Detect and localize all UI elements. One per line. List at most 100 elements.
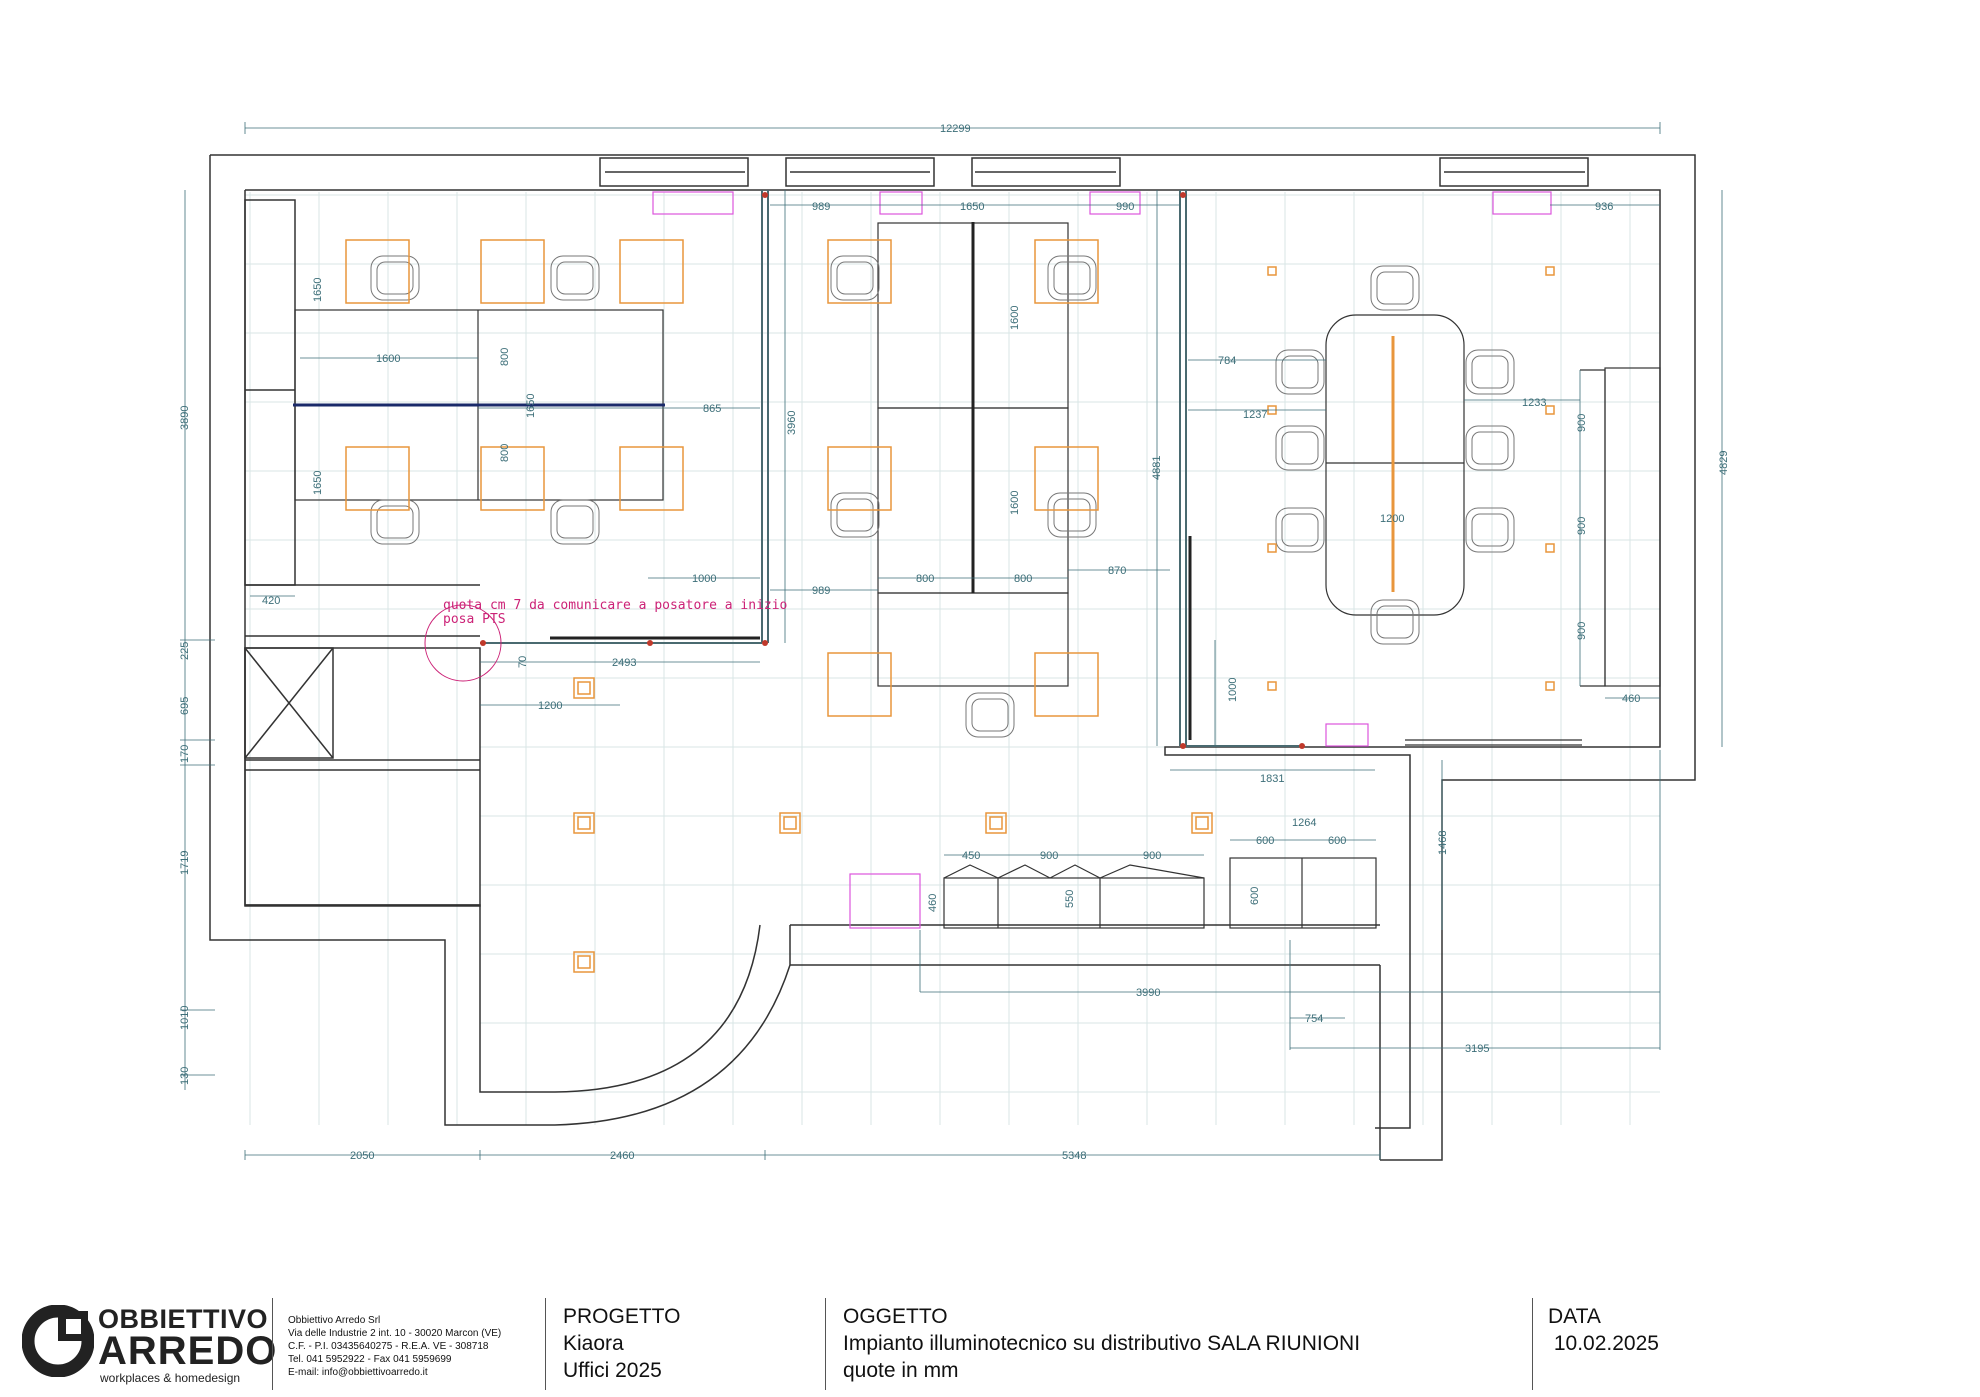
dim-label: 600 bbox=[1249, 887, 1261, 905]
dim-label: 3960 bbox=[786, 411, 798, 435]
spot-light-icon bbox=[1545, 543, 1555, 553]
title-block-divider bbox=[1532, 1298, 1533, 1390]
dim-label: 989 bbox=[812, 585, 830, 597]
dim-label: 865 bbox=[703, 403, 721, 415]
oggetto-description: Impianto illuminotecnico su distributivo… bbox=[843, 1332, 1361, 1355]
dim-label: 1650 bbox=[312, 278, 324, 302]
magenta-boxes bbox=[652, 191, 1552, 929]
logo-ring-icon bbox=[22, 1305, 94, 1377]
dim-label: 3195 bbox=[1465, 1043, 1489, 1055]
light-panel-icon bbox=[619, 239, 684, 304]
chair-icon bbox=[830, 492, 880, 538]
floor-plan: quota cm 7 da comunicare a posatore a in… bbox=[179, 122, 1730, 1162]
spot-light-icon bbox=[1267, 681, 1277, 691]
dim-label: 1831 bbox=[1260, 773, 1284, 785]
dim-label: 1600 bbox=[1009, 491, 1021, 515]
chair-icon bbox=[370, 255, 420, 301]
title-block-divider bbox=[545, 1298, 546, 1390]
company-line: Obbiettivo Arredo Srl bbox=[288, 1315, 381, 1326]
dim-label: 800 bbox=[499, 444, 511, 462]
dim-label: 1200 bbox=[538, 700, 562, 712]
dim-label: 460 bbox=[927, 894, 939, 912]
logo-name-line-1: OBBIETTIVO bbox=[98, 1304, 269, 1334]
dim-label: 450 bbox=[962, 850, 980, 862]
spot-light-icon bbox=[1545, 405, 1555, 415]
dim-label: 1010 bbox=[179, 1006, 191, 1030]
walls bbox=[209, 154, 1696, 1161]
dim-label: 2050 bbox=[350, 1150, 374, 1162]
light-fixtures bbox=[345, 239, 1555, 973]
light-panel-icon bbox=[827, 239, 892, 304]
data-block: DATA 10.02.2025 bbox=[1548, 1303, 1659, 1357]
company-line: Tel. 041 5952922 - Fax 041 5959699 bbox=[288, 1354, 452, 1365]
dim-label: 5348 bbox=[1062, 1150, 1086, 1162]
dim-label: 1200 bbox=[1380, 513, 1404, 525]
dim-label: 2493 bbox=[612, 657, 636, 669]
dim-label: 600 bbox=[1328, 835, 1346, 847]
company-line: Via delle Industrie 2 int. 10 - 30020 Ma… bbox=[288, 1328, 502, 1339]
dim-label: 784 bbox=[1218, 355, 1236, 367]
company-line: C.F. - P.I. 03435640275 - R.E.A. VE - 30… bbox=[288, 1341, 489, 1352]
dim-label: 4881 bbox=[1151, 456, 1163, 480]
data-value: 10.02.2025 bbox=[1548, 1332, 1659, 1355]
chair-icon bbox=[550, 499, 600, 545]
progetto-name: Kiaora bbox=[563, 1332, 624, 1355]
dim-label: 800 bbox=[916, 573, 934, 585]
dim-label: 1237 bbox=[1243, 409, 1267, 421]
dim-label: 870 bbox=[1108, 565, 1126, 577]
light-panel-icon bbox=[480, 446, 545, 511]
progetto-detail: Uffici 2025 bbox=[563, 1359, 662, 1382]
dim-label: 550 bbox=[1064, 890, 1076, 908]
chair-icon bbox=[550, 255, 600, 301]
light-panel-icon bbox=[345, 239, 410, 304]
chair-icon bbox=[1465, 425, 1515, 471]
dim-label: 695 bbox=[179, 697, 191, 715]
floor-grid bbox=[245, 192, 1660, 1125]
chair-icon bbox=[830, 255, 880, 301]
downlight-icon bbox=[779, 812, 801, 834]
light-panel-icon bbox=[827, 652, 892, 717]
chair-icon bbox=[1047, 255, 1097, 301]
chair-icon bbox=[1465, 349, 1515, 395]
chair-icon bbox=[370, 499, 420, 545]
joint-markers bbox=[480, 192, 1305, 749]
dim-label: 900 bbox=[1576, 414, 1588, 432]
dim-label: 1600 bbox=[376, 353, 400, 365]
progetto-label: PROGETTO bbox=[563, 1305, 681, 1328]
company-line: E-mail: info@obbiettivoarredo.it bbox=[288, 1367, 428, 1378]
oggetto-units: quote in mm bbox=[843, 1359, 959, 1382]
logo-tagline: workplaces & homedesign bbox=[100, 1371, 241, 1385]
dim-label: 2460 bbox=[610, 1150, 634, 1162]
light-panel-icon bbox=[1034, 652, 1099, 717]
dim-label: 460 bbox=[1622, 693, 1640, 705]
dim-label: 1264 bbox=[1292, 817, 1316, 829]
dim-label: 800 bbox=[499, 348, 511, 366]
dim-label: 1650 bbox=[960, 201, 984, 213]
light-panel-icon bbox=[1034, 239, 1099, 304]
dim-label: 1600 bbox=[1009, 306, 1021, 330]
chair-icon bbox=[965, 692, 1015, 738]
dim-label: 900 bbox=[1143, 850, 1161, 862]
glass-partitions bbox=[480, 190, 1302, 747]
light-panel-icon bbox=[345, 446, 410, 511]
dim-label: 600 bbox=[1256, 835, 1274, 847]
dim-label: 936 bbox=[1595, 201, 1613, 213]
data-label: DATA bbox=[1548, 1305, 1601, 1328]
chair-icon bbox=[1275, 349, 1325, 395]
desks bbox=[293, 222, 1661, 929]
downlight-icon bbox=[573, 951, 595, 973]
dimension-lines bbox=[180, 122, 1723, 1160]
progetto-block: PROGETTO Kiaora Uffici 2025 bbox=[563, 1303, 680, 1384]
dim-label: 1000 bbox=[1227, 678, 1239, 702]
downlight-icon bbox=[573, 812, 595, 834]
light-panel-icon bbox=[619, 446, 684, 511]
company-info: Obbiettivo Arredo Srl Via delle Industri… bbox=[288, 1314, 501, 1379]
dim-label: 900 bbox=[1040, 850, 1058, 862]
dim-label: 3890 bbox=[179, 406, 191, 430]
light-panel-icon bbox=[1034, 446, 1099, 511]
dim-label: 170 bbox=[179, 745, 191, 763]
downlight-icon bbox=[985, 812, 1007, 834]
dim-label: 900 bbox=[1576, 622, 1588, 640]
light-panel-icon bbox=[480, 239, 545, 304]
dim-label: 990 bbox=[1116, 201, 1134, 213]
